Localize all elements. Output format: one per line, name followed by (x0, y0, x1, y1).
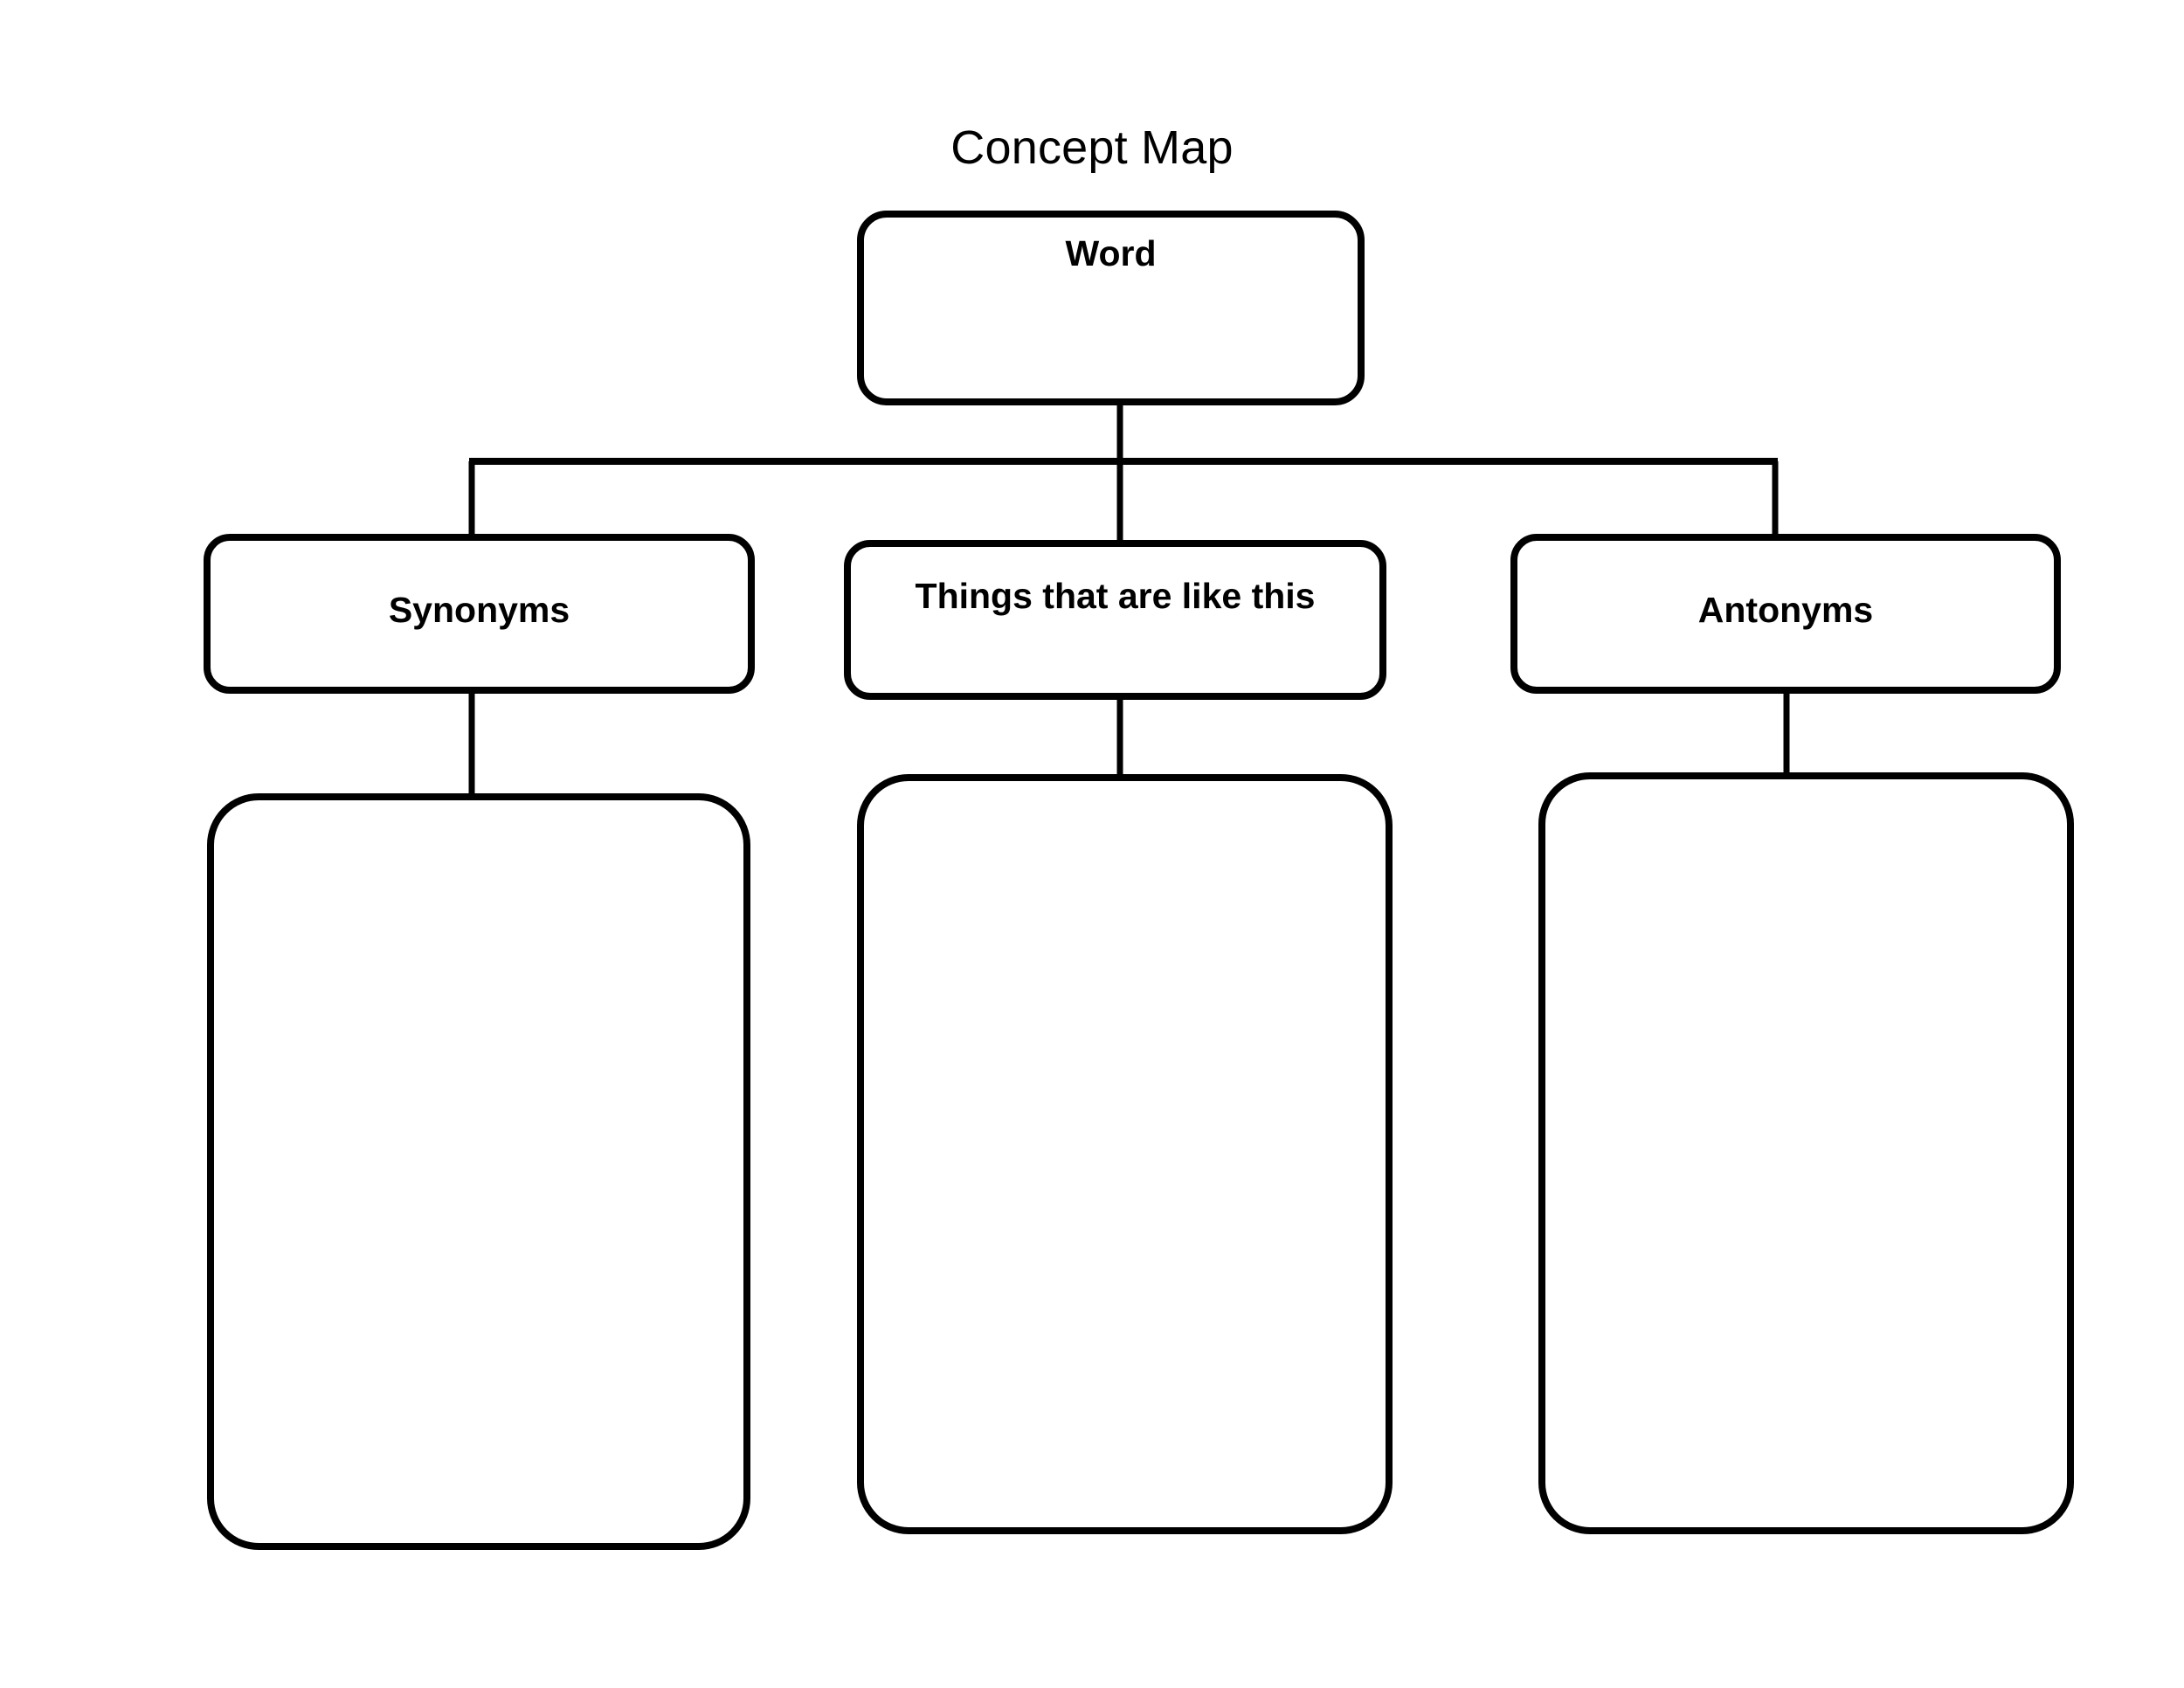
page-title: Concept Map (950, 121, 1234, 174)
synonyms-box[interactable] (204, 534, 755, 694)
things-like-this-box[interactable] (844, 540, 1386, 700)
things-like-this-entry-box[interactable] (857, 774, 1393, 1534)
synonyms-entry-box[interactable] (207, 793, 750, 1550)
word-box[interactable] (857, 211, 1365, 405)
antonyms-entry-box[interactable] (1538, 772, 2074, 1534)
antonyms-box[interactable] (1510, 534, 2061, 694)
